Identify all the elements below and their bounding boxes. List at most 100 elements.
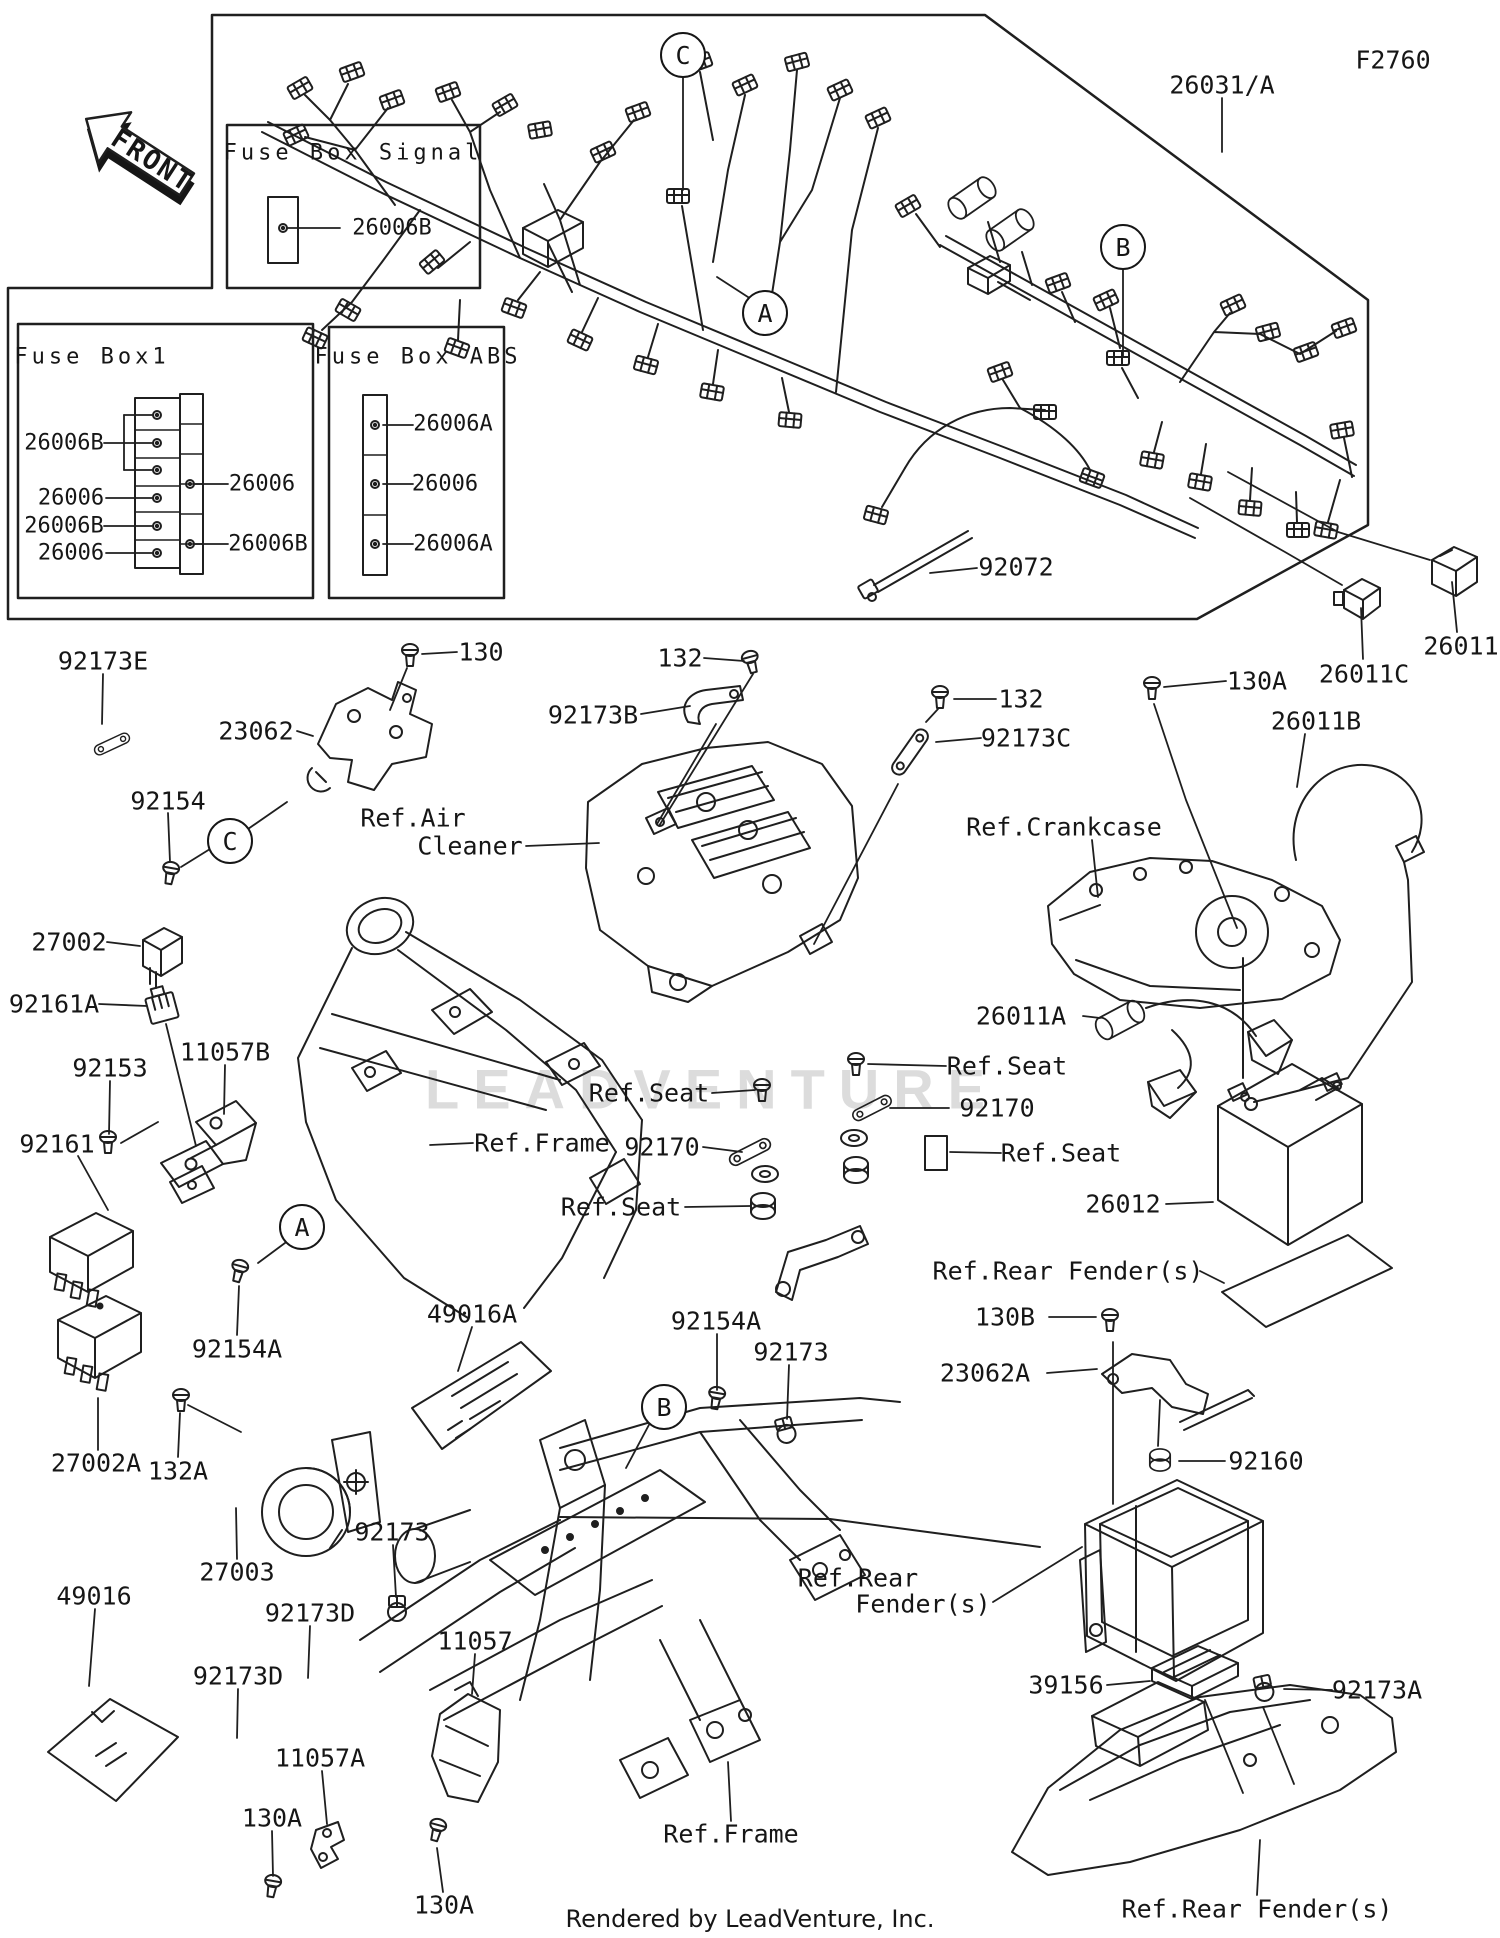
pad-39156-drawing <box>1151 1645 1239 1700</box>
label-ref-seat-37: Ref.Seat <box>588 1078 710 1108</box>
label-11057a-61: 11057A <box>274 1743 366 1773</box>
label-26031-a-13: 26031/A <box>1169 70 1275 100</box>
label-92173-52: 92173 <box>753 1337 829 1367</box>
label-ref-crankcase-30: Ref.Crankcase <box>966 812 1162 842</box>
label-26006-11: 26006 <box>411 471 479 497</box>
fuse-box-abs-title: Fuse Box ABS <box>314 344 522 370</box>
callout-b-5: B <box>641 1384 687 1430</box>
label-ref-seat-42: Ref.Seat <box>1000 1138 1122 1168</box>
callout-b-2: B <box>1100 224 1146 270</box>
label-26006-4: 26006 <box>37 485 105 511</box>
label-26012-44: 26012 <box>1085 1189 1161 1219</box>
label-92161a-32: 92161A <box>8 989 100 1019</box>
clamp-92173-upper-drawing <box>772 1415 799 1446</box>
label-92173e-20: 92173E <box>57 646 149 676</box>
battery-drawing <box>1217 1063 1393 1328</box>
label-ref-seat-40: Ref.Seat <box>946 1051 1068 1081</box>
label-92173c-26: 92173C <box>980 723 1072 753</box>
fuse-box-signal-title: Fuse Box Signal <box>223 140 483 166</box>
label-92153-33: 92153 <box>72 1053 148 1083</box>
ecu-27002a-drawing <box>57 1295 142 1392</box>
subframe-drawing <box>359 1397 1041 1799</box>
grommet-92160-drawing <box>1148 1448 1172 1472</box>
label-92154a-50: 92154A <box>191 1334 283 1364</box>
label-26011a-43: 26011A <box>975 1001 1067 1031</box>
bracket-11057b-drawing <box>160 1100 257 1204</box>
pin-92173e-drawing <box>92 730 132 758</box>
label-26006-7: 26006 <box>228 471 296 497</box>
relay-27002-drawing <box>142 927 183 989</box>
label-92170-41: 92170 <box>959 1093 1035 1123</box>
main-harness-drawing <box>261 50 1431 586</box>
relay-26011c-drawing <box>1333 578 1381 620</box>
callout-a-1: A <box>742 290 788 336</box>
label-ref-frame-36: Ref.Frame <box>474 1128 610 1158</box>
front-arrow-icon <box>84 111 196 206</box>
sheet-49016-drawing <box>47 1698 179 1802</box>
label-27002a-53: 27002A <box>50 1448 142 1478</box>
label-ref-air-28: Ref.Air <box>360 803 466 833</box>
label-132-23: 132 <box>657 643 703 673</box>
label-92173b-24: 92173B <box>547 700 639 730</box>
label-130-21: 130 <box>458 637 504 667</box>
label-92154-27: 92154 <box>130 786 206 816</box>
callout-c-3: C <box>207 818 253 864</box>
label-23062a-47: 23062A <box>939 1358 1031 1388</box>
label-130a-63: 130A <box>413 1890 475 1920</box>
fuse-box-abs-drawing <box>327 325 506 600</box>
bracket-11057a-drawing <box>310 1821 345 1869</box>
label-39156-66: 39156 <box>1028 1670 1104 1700</box>
label-26006b-8: 26006B <box>228 531 308 557</box>
ground-lead-26011b-drawing <box>1244 763 1425 1111</box>
label-92154a-51: 92154A <box>670 1306 762 1336</box>
label-fender-s-65: Fender(s) <box>855 1589 991 1619</box>
label-92161-35: 92161 <box>19 1129 95 1159</box>
label-92170-38: 92170 <box>624 1132 700 1162</box>
label-92173-57: 92173 <box>354 1517 430 1547</box>
label-26006a-12: 26006A <box>413 531 493 557</box>
frame-drawing <box>297 896 643 1319</box>
holder-11057-drawing <box>431 1681 501 1803</box>
label-26011b-19: 26011B <box>1270 706 1362 736</box>
connector-92161a-drawing <box>144 985 180 1025</box>
label-ref-frame-69: Ref.Frame <box>663 1819 799 1849</box>
label-92173d-59: 92173D <box>192 1661 284 1691</box>
clamp-92173-lower-drawing <box>387 1595 407 1622</box>
battery-box-drawing <box>1079 1479 1264 1682</box>
rear-fender-drawing <box>1011 1681 1397 1876</box>
label-26006-6: 26006 <box>37 540 105 566</box>
label-ref-rear-fender-s-45: Ref.Rear Fender(s) <box>932 1256 1204 1286</box>
label-26011-16: 26011 <box>1423 631 1499 661</box>
label-49016-56: 49016 <box>56 1581 132 1611</box>
horn-27003-drawing <box>261 1431 381 1557</box>
label-11057b-34: 11057B <box>179 1037 271 1067</box>
callout-a-4: A <box>279 1204 325 1250</box>
label-23062-22: 23062 <box>218 716 294 746</box>
label-130a-62: 130A <box>241 1803 303 1833</box>
relay-26011-drawing <box>1431 546 1478 597</box>
label-92072-15: 92072 <box>978 552 1054 582</box>
label-26011c-17: 26011C <box>1318 659 1410 689</box>
label-11057-60: 11057 <box>437 1626 513 1656</box>
lead-26011a-drawing <box>1091 957 1293 1119</box>
fuse-signal-26006b: 26006B <box>352 215 432 241</box>
seat-hardware-drawing <box>726 1052 948 1301</box>
crankcase-drawing <box>1047 857 1341 1009</box>
fuse-box-signal-drawing <box>225 123 482 290</box>
sheet-49016a-drawing <box>411 1341 552 1450</box>
label-ref-rear-fender-s-68: Ref.Rear Fender(s) <box>1121 1894 1393 1924</box>
air-cleaner-drawing <box>585 741 859 1003</box>
label-ref-rear-64: Ref.Rear <box>797 1563 919 1593</box>
label-cleaner-29: Cleaner <box>417 831 523 861</box>
callout-c-0: C <box>660 32 706 78</box>
footer-credit: Rendered by LeadVenture, Inc. <box>565 1905 935 1933</box>
label-92160-48: 92160 <box>1228 1446 1304 1476</box>
label-132a-54: 132A <box>147 1456 209 1486</box>
leader-lines <box>77 74 1458 1896</box>
label-130b-46: 130B <box>974 1302 1036 1332</box>
label-132-25: 132 <box>998 684 1044 714</box>
pin-92173c-drawing <box>888 725 932 779</box>
label-92173d-58: 92173D <box>264 1598 356 1628</box>
label-27002-31: 27002 <box>31 927 107 957</box>
